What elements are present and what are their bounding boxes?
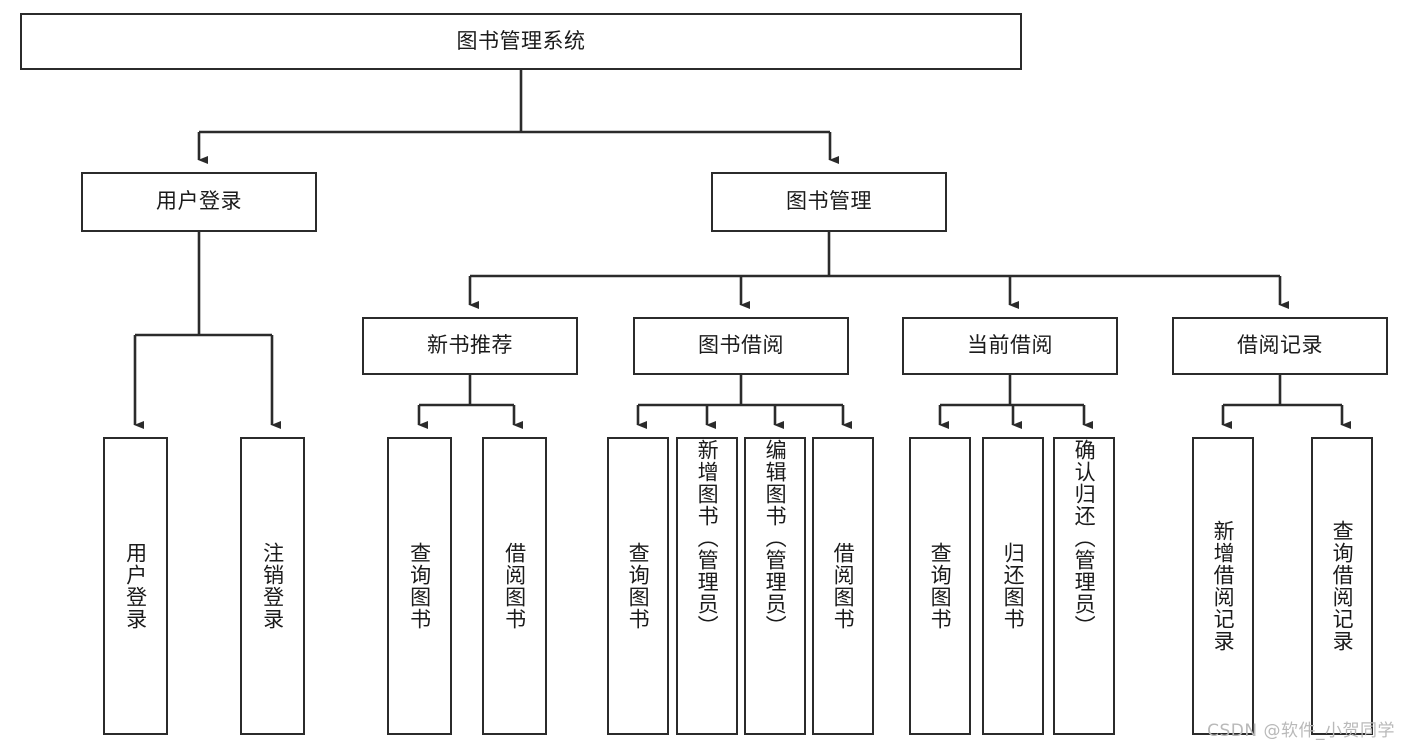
node-user-login-label: 用户登录 bbox=[156, 189, 242, 214]
node-leaf-borrow-book-recommend-label: 借阅图书 bbox=[502, 542, 527, 630]
node-current-borrow[interactable]: 当前借阅 bbox=[902, 317, 1118, 375]
node-leaf-add-book-admin-label: 新增图书（管理员） bbox=[695, 439, 720, 637]
node-book-borrow[interactable]: 图书借阅 bbox=[633, 317, 849, 375]
node-borrow-record-label: 借阅记录 bbox=[1237, 333, 1323, 358]
node-leaf-add-borrow-record-label: 新增借阅记录 bbox=[1211, 520, 1236, 652]
node-leaf-add-book-admin[interactable]: 新增图书（管理员） bbox=[676, 437, 738, 735]
node-leaf-edit-book-admin-label: 编辑图书（管理员） bbox=[763, 439, 788, 637]
watermark-credit: CSDN @软件_小贺同学 bbox=[1207, 721, 1395, 741]
node-current-borrow-label: 当前借阅 bbox=[967, 333, 1053, 358]
node-leaf-query-book-label: 查询图书 bbox=[626, 542, 651, 630]
node-leaf-borrow-book-recommend[interactable]: 借阅图书 bbox=[482, 437, 547, 735]
node-leaf-query-book-recommend-label: 查询图书 bbox=[407, 542, 432, 630]
node-book-manage-label: 图书管理 bbox=[786, 189, 872, 214]
node-leaf-borrow-book-label: 借阅图书 bbox=[831, 542, 856, 630]
node-leaf-query-book[interactable]: 查询图书 bbox=[607, 437, 669, 735]
node-new-book-recommend-label: 新书推荐 bbox=[427, 333, 513, 358]
node-leaf-user-login[interactable]: 用户登录 bbox=[103, 437, 168, 735]
node-leaf-confirm-return-admin-label: 确认归还（管理员） bbox=[1072, 439, 1097, 637]
node-leaf-edit-book-admin[interactable]: 编辑图书（管理员） bbox=[744, 437, 806, 735]
node-book-manage[interactable]: 图书管理 bbox=[711, 172, 947, 232]
node-root[interactable]: 图书管理系统 bbox=[20, 13, 1022, 70]
node-leaf-logout-login-label: 注销登录 bbox=[260, 542, 285, 630]
node-leaf-logout-login[interactable]: 注销登录 bbox=[240, 437, 305, 735]
node-leaf-return-book-label: 归还图书 bbox=[1001, 542, 1026, 630]
node-root-label: 图书管理系统 bbox=[456, 28, 586, 53]
node-book-borrow-label: 图书借阅 bbox=[698, 333, 784, 358]
node-leaf-add-borrow-record[interactable]: 新增借阅记录 bbox=[1192, 437, 1254, 735]
node-leaf-confirm-return-admin[interactable]: 确认归还（管理员） bbox=[1053, 437, 1115, 735]
node-leaf-query-borrow-record[interactable]: 查询借阅记录 bbox=[1311, 437, 1373, 735]
node-leaf-query-book-recommend[interactable]: 查询图书 bbox=[387, 437, 452, 735]
node-leaf-return-book[interactable]: 归还图书 bbox=[982, 437, 1044, 735]
node-leaf-query-book-current[interactable]: 查询图书 bbox=[909, 437, 971, 735]
node-leaf-borrow-book[interactable]: 借阅图书 bbox=[812, 437, 874, 735]
node-new-book-recommend[interactable]: 新书推荐 bbox=[362, 317, 578, 375]
node-leaf-user-login-label: 用户登录 bbox=[123, 542, 148, 630]
node-leaf-query-book-current-label: 查询图书 bbox=[928, 542, 953, 630]
node-borrow-record[interactable]: 借阅记录 bbox=[1172, 317, 1388, 375]
node-user-login[interactable]: 用户登录 bbox=[81, 172, 317, 232]
node-leaf-query-borrow-record-label: 查询借阅记录 bbox=[1330, 520, 1355, 652]
